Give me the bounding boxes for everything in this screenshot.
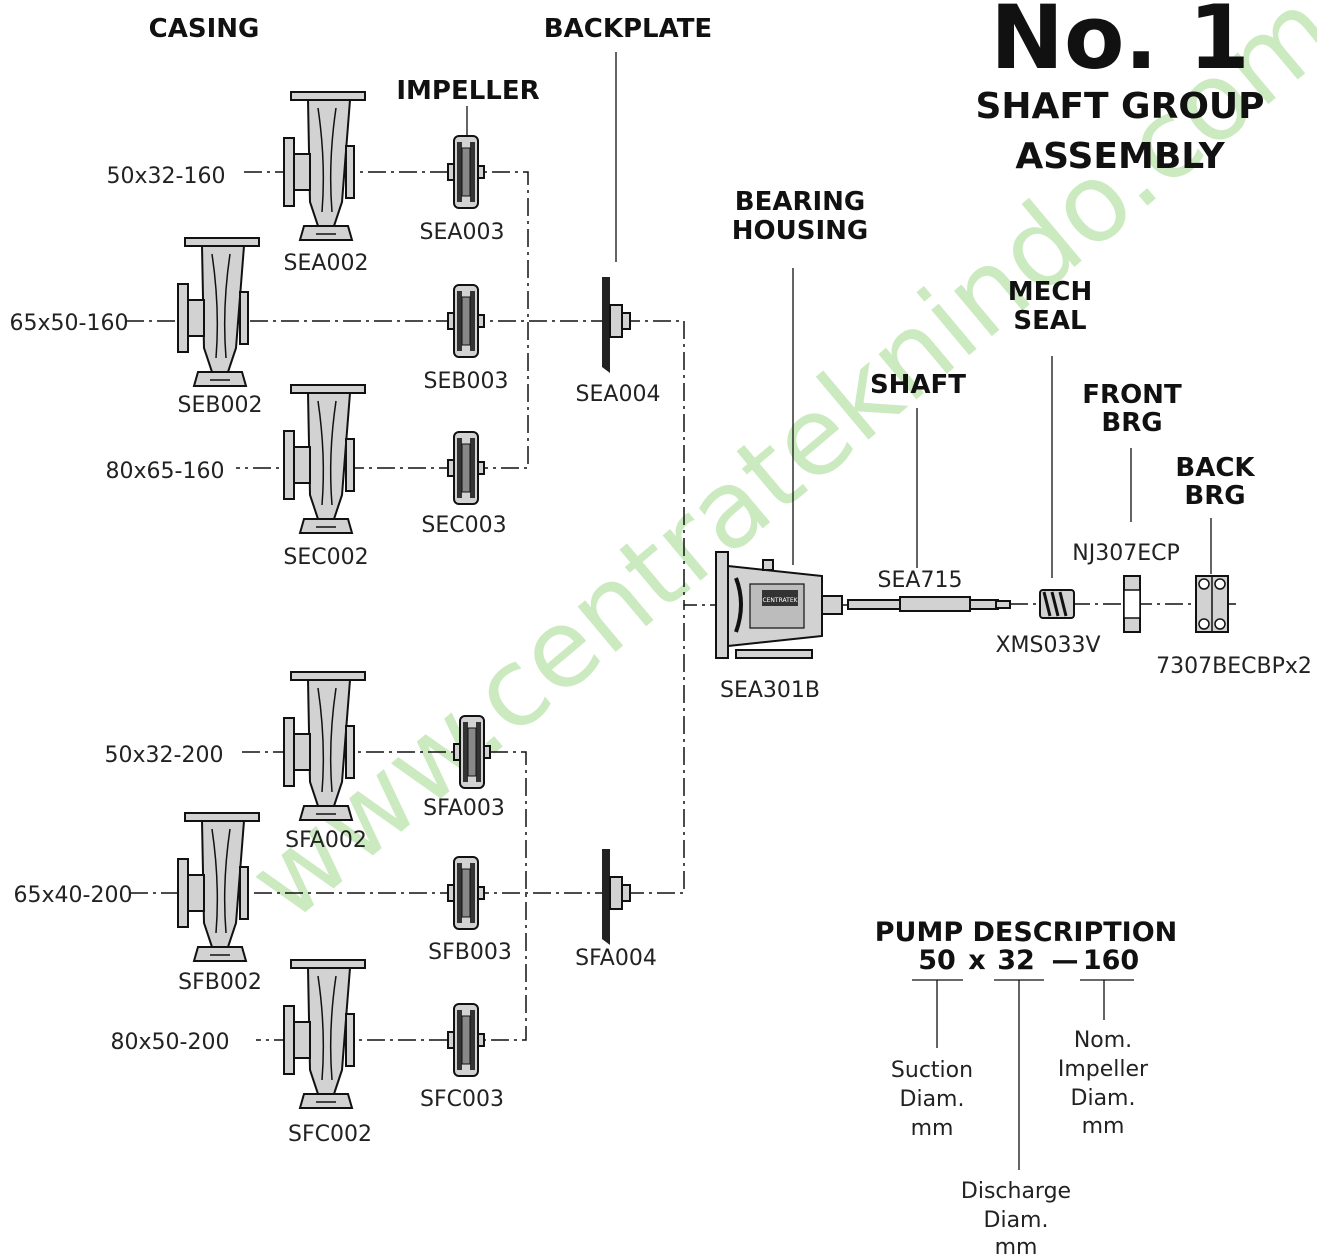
impeller-icon (447, 1003, 485, 1077)
desc-impeller-label: mm (1082, 1114, 1125, 1139)
assembly-number: No. 1 (990, 0, 1249, 89)
header-mech-seal-1: MECH (1008, 277, 1092, 307)
pump-size-label: 80x50-200 (111, 1030, 230, 1055)
desc-impeller-label: Nom. (1074, 1028, 1132, 1053)
back-bearing-icon (1195, 575, 1229, 633)
desc-discharge-bracket (994, 979, 1044, 1170)
header-impeller: IMPELLER (396, 76, 539, 106)
casing-icon (177, 237, 260, 387)
impeller-icon (447, 431, 485, 505)
impeller-code: SFC003 (420, 1087, 504, 1112)
impeller-code: SFA003 (423, 796, 505, 821)
shaft-code: SEA715 (878, 568, 963, 593)
impeller-code: SFB003 (428, 940, 512, 965)
impeller-code: SEC003 (421, 513, 506, 538)
title-line-2: ASSEMBLY (1015, 136, 1225, 177)
desc-discharge-label: Discharge (961, 1179, 1071, 1204)
desc-impeller-bracket (1080, 979, 1134, 1020)
pump-size-label: 65x40-200 (14, 883, 133, 908)
pump-description-heading: PUMP DESCRIPTION (875, 917, 1178, 948)
backplate-code: SFA004 (575, 946, 657, 971)
backplate-icon (601, 848, 631, 946)
desc-suction-value: 50 (918, 945, 956, 976)
mech-seal-icon (1039, 589, 1075, 619)
impeller-code: SEB003 (424, 369, 509, 394)
casing-code: SEC002 (283, 545, 368, 570)
front-bearing-code: NJ307ECP (1072, 541, 1179, 566)
casing-code: SFB002 (178, 970, 262, 995)
backplate-code: SEA004 (576, 382, 661, 407)
header-bearing-housing-2: HOUSING (732, 216, 868, 246)
desc-discharge-label: Diam. (984, 1208, 1049, 1233)
pump-size-label: 50x32-160 (107, 164, 226, 189)
header-backplate: BACKPLATE (544, 14, 712, 44)
front-bearing-icon (1123, 575, 1141, 633)
title-line-1: SHAFT GROUP (975, 86, 1264, 127)
chain-200-group (242, 751, 527, 1041)
impeller-icon (447, 284, 485, 358)
desc-discharge-label: mm (995, 1235, 1038, 1258)
pump-size-label: 50x32-200 (105, 743, 224, 768)
desc-impeller-label: Impeller (1058, 1057, 1149, 1082)
header-casing: CASING (149, 14, 260, 44)
casing-icon (283, 959, 366, 1109)
chain-160-group (236, 171, 529, 469)
housing-nameplate-text: CENTRATEK (762, 597, 798, 604)
desc-impeller-label: Diam. (1071, 1086, 1136, 1111)
impeller-icon (447, 856, 485, 930)
chain-200-main (130, 605, 685, 894)
header-shaft: SHAFT (870, 370, 966, 400)
desc-suction-label: Diam. (900, 1087, 965, 1112)
casing-code: SFA002 (285, 828, 367, 853)
header-mech-seal-2: SEAL (1013, 306, 1086, 336)
casing-icon (283, 384, 366, 534)
casing-code: SEB002 (178, 393, 263, 418)
shaft-icon (847, 596, 1011, 612)
desc-dash: — (1052, 945, 1079, 976)
impeller-icon (447, 135, 485, 209)
desc-discharge-value: 32 (997, 945, 1035, 976)
header-back-brg-1: BACK (1175, 453, 1255, 483)
bearing-housing-icon: CENTRATEK (715, 551, 843, 659)
impeller-icon (453, 715, 491, 789)
back-bearing-code: 7307BECBPx2 (1156, 654, 1312, 679)
casing-code: SEA002 (284, 251, 369, 276)
casing-code: SFC002 (288, 1122, 372, 1147)
casing-icon (283, 91, 366, 241)
pump-size-label: 80x65-160 (106, 459, 225, 484)
header-front-brg-2: BRG (1101, 408, 1162, 438)
header-bearing-housing-1: BEARING (735, 187, 866, 217)
mech-seal-code: XMS033V (995, 633, 1100, 658)
desc-suction-label: mm (911, 1116, 954, 1141)
desc-suction-bracket (912, 979, 963, 1048)
bearing-housing-code: SEA301B (720, 678, 820, 703)
desc-times: x (968, 945, 985, 976)
desc-impeller-value: 160 (1083, 945, 1139, 976)
pump-size-label: 65x50-160 (10, 311, 129, 336)
housing-nameplate (762, 590, 798, 606)
header-back-brg-2: BRG (1184, 481, 1245, 511)
impeller-code: SEA003 (420, 220, 505, 245)
backplate-icon (601, 276, 631, 374)
header-front-brg-1: FRONT (1082, 380, 1182, 410)
desc-suction-label: Suction (891, 1058, 973, 1083)
